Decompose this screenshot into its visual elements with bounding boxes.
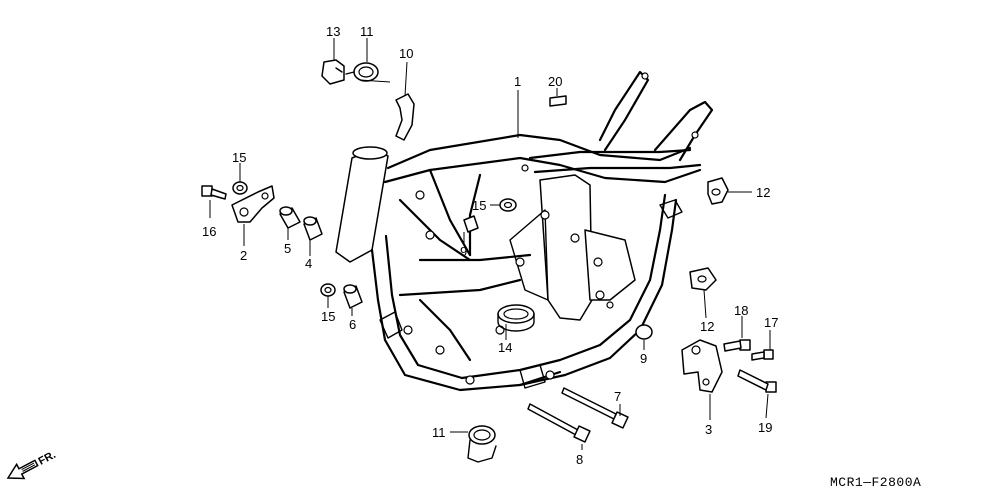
part-16-bolt xyxy=(201,185,227,200)
part-10-guide xyxy=(395,93,415,141)
callout-10: 10 xyxy=(399,46,413,61)
part-5-collar xyxy=(279,206,301,229)
part-2-bracket xyxy=(231,185,275,223)
callout-11-bottom: 11 xyxy=(432,425,446,440)
part-8-long-bolt xyxy=(527,403,591,443)
callout-8: 8 xyxy=(576,452,583,467)
part-14-band xyxy=(497,304,535,332)
part-6-collar xyxy=(343,284,363,309)
part-9-grommet-a xyxy=(463,215,479,233)
callout-9-a: 9 xyxy=(460,244,467,259)
callout-15-a: 15 xyxy=(232,150,246,165)
drawing-code: MCR1—F2800A xyxy=(830,475,921,490)
callout-1: 1 xyxy=(514,74,521,89)
callout-17: 17 xyxy=(764,315,778,330)
callout-4: 4 xyxy=(305,256,312,271)
callout-6: 6 xyxy=(349,317,356,332)
callout-13: 13 xyxy=(326,24,340,39)
callout-16: 16 xyxy=(202,224,216,239)
callout-18: 18 xyxy=(734,303,748,318)
callouts: 1 13 11 10 20 15 16 2 5 4 15 6 15 9 14 9… xyxy=(202,24,778,467)
callout-12-a: 12 xyxy=(756,185,770,200)
part-15-nut-c xyxy=(499,198,517,212)
part-19-bolt xyxy=(737,369,777,393)
front-direction-arrow: FR. xyxy=(6,449,58,480)
callout-15-c: 15 xyxy=(472,198,486,213)
part-15-nut-a xyxy=(232,181,248,195)
callout-20: 20 xyxy=(548,74,562,89)
front-arrow-icon xyxy=(6,459,39,480)
main-frame xyxy=(335,70,714,392)
part-20-cap xyxy=(549,95,567,107)
callout-7: 7 xyxy=(614,389,621,404)
callout-19: 19 xyxy=(758,420,772,435)
leader-lines xyxy=(209,38,771,450)
part-11-band-top xyxy=(345,62,379,82)
part-9-grommet-b xyxy=(635,324,653,340)
callout-9-b: 9 xyxy=(640,351,647,366)
part-13-clip xyxy=(321,59,345,85)
part-12-clamp-b xyxy=(689,267,717,291)
callout-14: 14 xyxy=(498,340,512,355)
part-15-nut-b xyxy=(320,283,336,297)
part-3-bracket xyxy=(681,339,723,393)
callout-3: 3 xyxy=(705,422,712,437)
part-11-band-bottom xyxy=(467,425,497,463)
front-direction-label: FR. xyxy=(37,449,58,468)
part-7-long-bolt xyxy=(561,387,629,429)
callout-12-b: 12 xyxy=(700,319,714,334)
callout-15-b: 15 xyxy=(321,309,335,324)
callout-5: 5 xyxy=(284,241,291,256)
part-12-clamp-a xyxy=(707,177,729,205)
callout-11-top: 11 xyxy=(360,24,374,39)
part-18-bolt xyxy=(723,339,751,352)
part-17-bolt xyxy=(751,349,774,361)
part-4-collar xyxy=(303,216,323,241)
callout-2: 2 xyxy=(240,248,247,263)
